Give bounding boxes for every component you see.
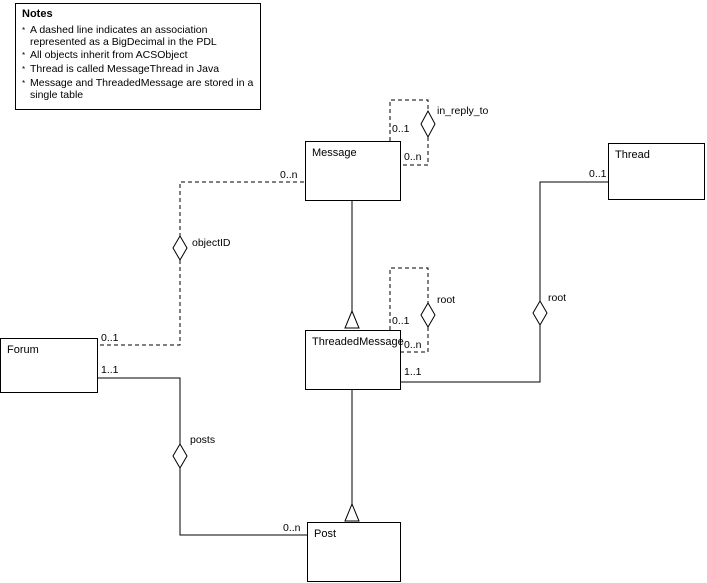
note-text: All objects inherit from ACSObject	[30, 49, 188, 61]
association-posts	[97, 377, 307, 536]
note-text: Thread is called MessageThread in Java	[30, 63, 220, 75]
class-label: Thread	[615, 149, 650, 161]
class-label: Message	[312, 147, 357, 159]
association-label-posts: posts	[190, 434, 216, 446]
objectid-line	[179, 181, 304, 236]
association-label-in-reply-to: in_reply_to	[437, 105, 489, 117]
multiplicity-root-self-top: 0..1	[392, 315, 410, 327]
thread-root-diamond-icon	[532, 300, 548, 326]
in-reply-to-diamond-icon	[420, 109, 436, 139]
thread-root-line	[539, 181, 608, 301]
in-reply-to-line	[389, 99, 429, 141]
class-box-forum: Forum	[0, 338, 98, 393]
bullet-icon: *	[22, 79, 26, 88]
posts-diamond-icon	[172, 443, 188, 469]
class-box-post: Post	[307, 522, 401, 582]
note-item: * A dashed line indicates an association…	[22, 24, 254, 48]
multiplicity-root-self-side: 0..n	[404, 339, 422, 351]
generalization-triangle-icon	[344, 502, 360, 522]
multiplicity-threadedmessage-end: 1..1	[404, 366, 422, 378]
association-label-root-self: root	[437, 294, 456, 306]
class-label: Post	[314, 528, 337, 540]
generalization-triangle-icon	[344, 309, 360, 329]
posts-line2	[179, 468, 307, 536]
generalization-message-threadedmessage	[344, 200, 360, 329]
root-self-line	[389, 267, 429, 330]
class-label: ThreadedMessage	[312, 336, 404, 348]
multiplicity-thread-end: 0..1	[589, 168, 607, 180]
note-text: Message and ThreadedMessage are stored i…	[30, 77, 254, 101]
note-item: * All objects inherit from ACSObject	[22, 49, 254, 62]
thread-root-line2	[401, 325, 541, 383]
root-self-line2	[401, 327, 429, 353]
bullet-icon: *	[22, 65, 26, 74]
class-label: Forum	[7, 344, 39, 356]
objectid-diamond-icon	[172, 235, 188, 261]
note-item: * Thread is called MessageThread in Java	[22, 63, 254, 76]
class-box-threadedmessage: ThreadedMessage	[305, 330, 404, 390]
note-text: A dashed line indicates an association r…	[30, 24, 217, 48]
multiplicity-objectid-forum: 0..1	[101, 332, 119, 344]
generalization-threadedmessage-post	[344, 390, 360, 522]
class-box-message: Message	[305, 141, 401, 201]
notes-box: Notes * A dashed line indicates an assoc…	[15, 3, 261, 110]
multiplicity-posts-post: 0..n	[283, 522, 301, 534]
bullet-icon: *	[22, 51, 26, 60]
in-reply-to-line2	[401, 137, 429, 166]
notes-title: Notes	[22, 8, 53, 20]
association-label-thread-root: root	[548, 292, 567, 304]
note-item: * Message and ThreadedMessage are stored…	[22, 77, 254, 101]
bullet-icon: *	[22, 26, 26, 35]
objectid-line2	[98, 260, 181, 346]
association-label-objectid: objectID	[192, 237, 231, 249]
class-box-thread: Thread	[608, 143, 705, 200]
association-root-self	[389, 267, 436, 353]
association-in-reply-to	[389, 99, 436, 166]
multiplicity-in-reply-to-side: 0..n	[404, 151, 422, 163]
root-self-diamond-icon	[420, 302, 436, 328]
multiplicity-posts-forum: 1..1	[101, 364, 119, 376]
multiplicity-in-reply-to-top: 0..1	[392, 123, 410, 135]
posts-line	[97, 377, 181, 444]
association-objectid	[98, 181, 304, 346]
association-thread-root	[401, 181, 608, 383]
multiplicity-objectid-message: 0..n	[280, 169, 298, 181]
